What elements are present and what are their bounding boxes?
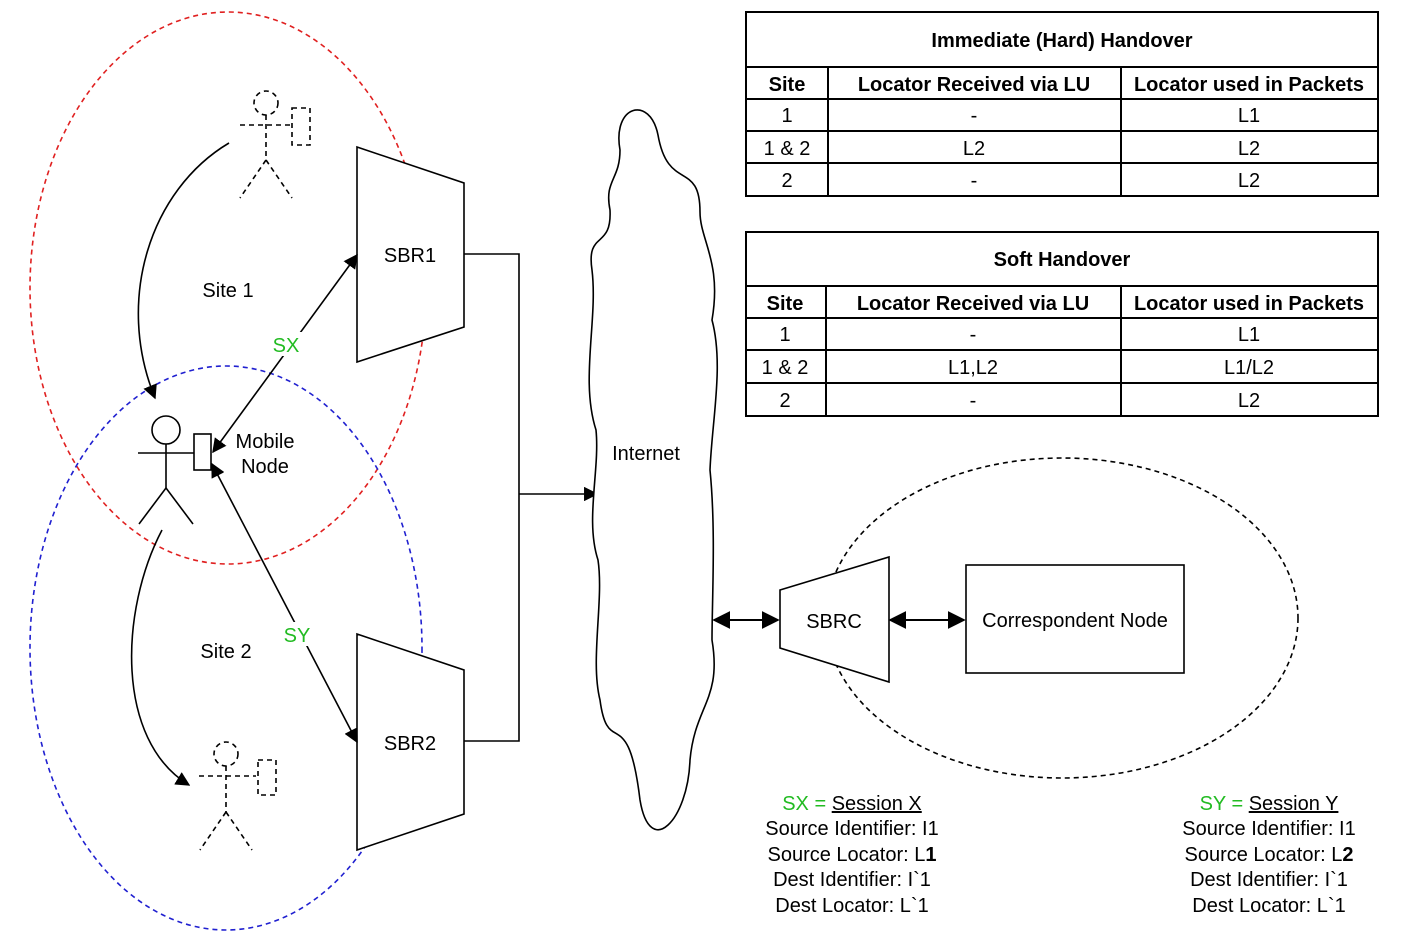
hard-table-cell: 2 xyxy=(781,170,792,192)
session-y-legend-name: Session Y xyxy=(1249,793,1339,815)
soft-table-cell: L1 xyxy=(1238,324,1260,346)
sbr2-router-shape xyxy=(356,632,465,852)
session-y-source-locator: Source Locator: L2 xyxy=(1185,844,1354,866)
mobile-node-icon xyxy=(138,415,212,525)
session-y-source-identifier: Source Identifier: I1 xyxy=(1182,818,1355,840)
session-x-legend-name: Session X xyxy=(832,793,922,815)
session-x-source-identifier: Source Identifier: I1 xyxy=(765,818,938,840)
session-x-dest-identifier: Dest Identifier: I`1 xyxy=(773,869,931,891)
sbr2-label: SBR2 xyxy=(384,733,436,755)
session-y-label: SY xyxy=(284,625,311,647)
soft-table-cell: - xyxy=(970,324,977,346)
soft-table-cell: 1 xyxy=(779,324,790,346)
session-x-legend-title: SX = Session X xyxy=(782,793,922,815)
soft-table-cell: L1/L2 xyxy=(1224,357,1274,379)
soft-table-cell: 1 & 2 xyxy=(762,357,809,379)
site2-label: Site 2 xyxy=(200,641,251,663)
session-y-dest-locator: Dest Locator: L`1 xyxy=(1192,895,1345,917)
sbrc-label: SBRC xyxy=(806,611,862,633)
session-y-arrow xyxy=(211,462,358,744)
ghost-user-bottom-icon xyxy=(199,741,277,851)
hard-table-cell: 1 & 2 xyxy=(764,138,811,160)
sbr2-uplink xyxy=(464,494,520,742)
soft-table-cell: L1,L2 xyxy=(948,357,998,379)
hard-table-header-site: Site xyxy=(769,74,806,96)
hard-table-cell: L2 xyxy=(1238,138,1260,160)
hard-table-title: Immediate (Hard) Handover xyxy=(931,30,1192,52)
soft-table-cell: 2 xyxy=(779,390,790,412)
hard-table-cell: - xyxy=(971,170,978,192)
sbr1-label: SBR1 xyxy=(384,245,436,267)
hard-table-cell: - xyxy=(971,105,978,127)
hard-handover-table: Immediate (Hard) Handover Site Locator R… xyxy=(745,11,1379,197)
correspondent-node-box xyxy=(965,564,1185,674)
session-x-source-locator-prefix: Source Locator: L xyxy=(768,844,926,866)
internet-label: Internet xyxy=(612,443,680,465)
session-y-legend-abbr: SY xyxy=(1200,793,1226,815)
hard-table-cell: L2 xyxy=(963,138,985,160)
soft-table-header-packets: Locator used in Packets xyxy=(1134,293,1364,315)
soft-table-cell: L2 xyxy=(1238,390,1260,412)
soft-handover-table: Soft Handover Site Locator Received via … xyxy=(745,231,1379,417)
hard-table-cell: L1 xyxy=(1238,105,1260,127)
sbrc-router-shape xyxy=(779,555,890,684)
session-y-legend-title: SY = Session Y xyxy=(1200,793,1339,815)
movement-arrow-site2 xyxy=(130,529,191,786)
session-x-legend-eq: = xyxy=(809,793,832,815)
hard-table-cell: L2 xyxy=(1238,170,1260,192)
hard-table-cell: 1 xyxy=(781,105,792,127)
mobile-node-label-line1: Mobile xyxy=(236,431,295,453)
correspondent-domain-ellipse xyxy=(825,457,1299,779)
session-y-legend-eq: = xyxy=(1226,793,1249,815)
site1-label: Site 1 xyxy=(202,280,253,302)
mobile-node-label-line2: Node xyxy=(241,456,289,478)
session-y-source-locator-bold: 2 xyxy=(1342,844,1353,866)
session-x-source-locator: Source Locator: L1 xyxy=(768,844,937,866)
soft-table-header-lu: Locator Received via LU xyxy=(857,293,1089,315)
session-x-dest-locator: Dest Locator: L`1 xyxy=(775,895,928,917)
movement-arrow-site1 xyxy=(137,142,230,400)
session-x-legend-abbr: SX xyxy=(782,793,809,815)
session-y-source-locator-prefix: Source Locator: L xyxy=(1185,844,1343,866)
soft-table-title: Soft Handover xyxy=(994,249,1131,271)
soft-table-cell: - xyxy=(970,390,977,412)
ghost-user-top-icon xyxy=(239,90,311,199)
hard-table-header-lu: Locator Received via LU xyxy=(858,74,1090,96)
session-x-legend: SX = Session X Source Identifier: I1 Sou… xyxy=(765,793,938,917)
sbr1-uplink xyxy=(464,253,520,494)
session-y-legend: SY = Session Y Source Identifier: I1 Sou… xyxy=(1182,793,1355,917)
session-y-dest-identifier: Dest Identifier: I`1 xyxy=(1190,869,1348,891)
internet-cloud-shape xyxy=(588,109,719,831)
correspondent-node-label: Correspondent Node xyxy=(982,610,1168,632)
soft-table-header-site: Site xyxy=(767,293,804,315)
session-x-label: SX xyxy=(273,335,300,357)
hard-table-header-packets: Locator used in Packets xyxy=(1134,74,1364,96)
session-x-source-locator-bold: 1 xyxy=(925,844,936,866)
